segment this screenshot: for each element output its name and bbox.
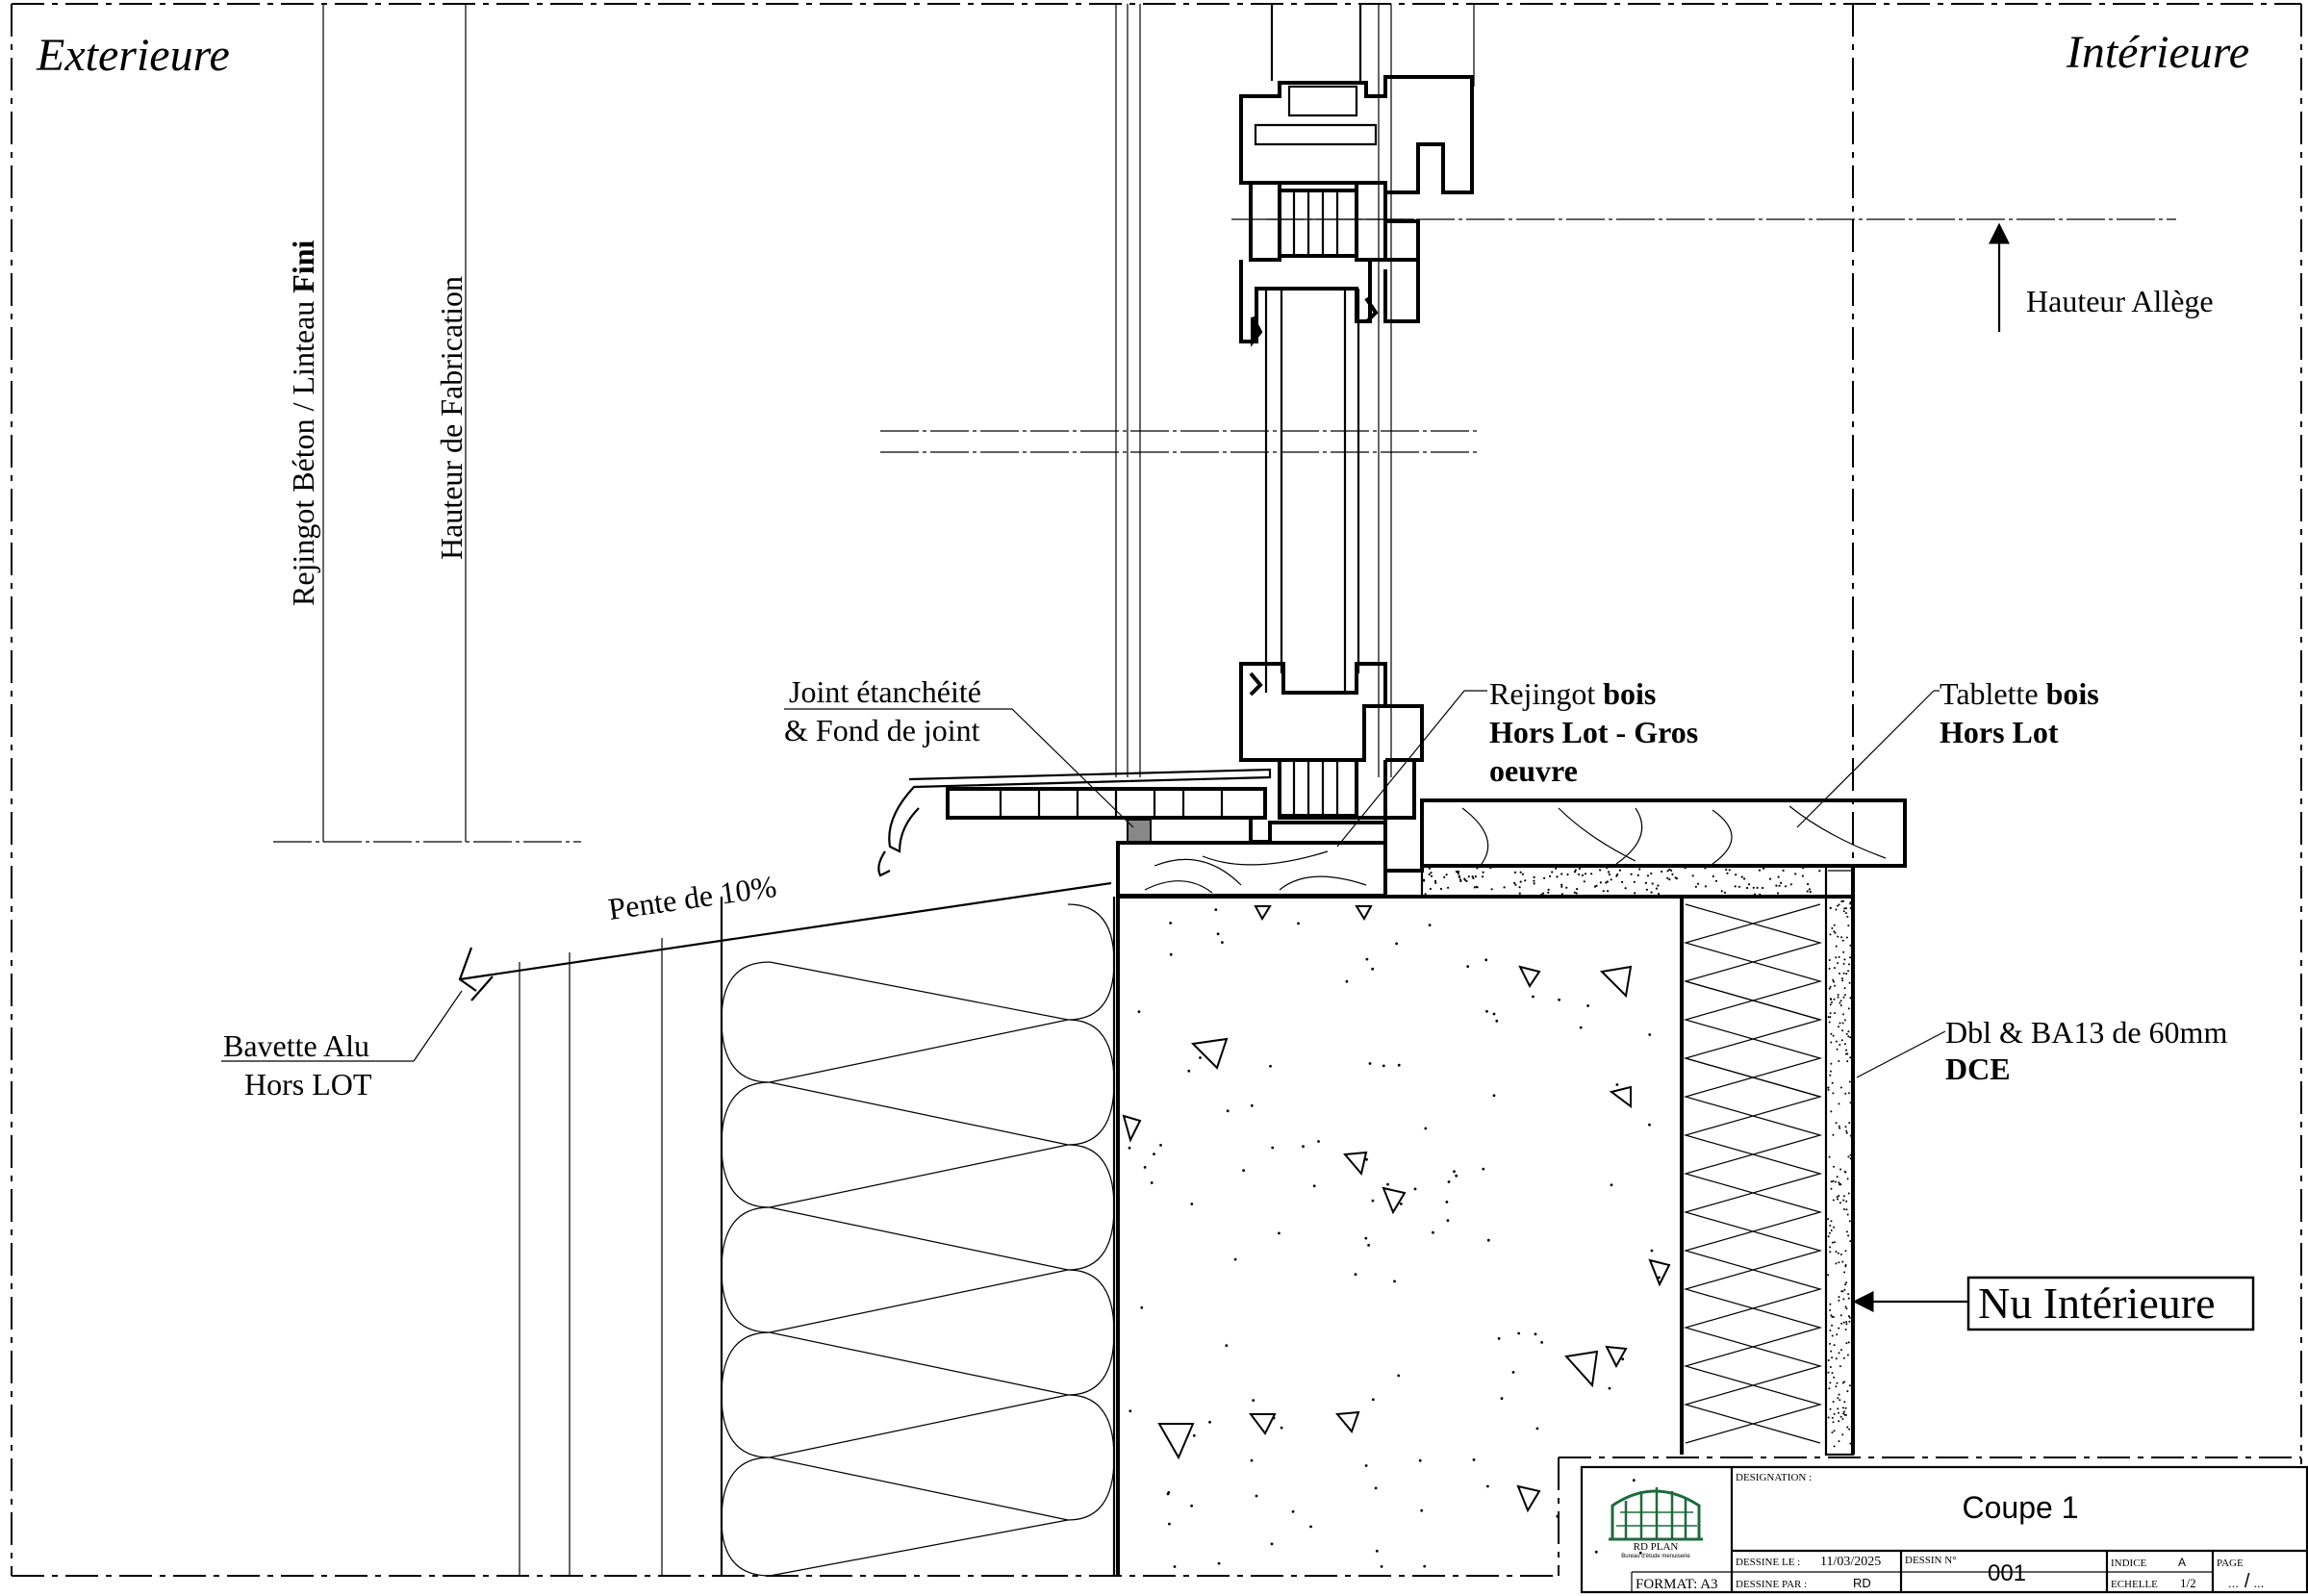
scale-value: 1/2: [2180, 1576, 2196, 1590]
insulation-exterior: [458, 881, 1116, 1577]
drawing-number-value: 001: [1988, 1560, 2026, 1586]
leader-lines: [221, 690, 1968, 1312]
joint-label: Joint étanchéité & Fond de joint: [784, 674, 989, 747]
drawing-number-label: DESSIN N°: [1905, 1555, 1957, 1566]
sill-profile: [877, 768, 1272, 877]
scale-label: ECHELLE: [2111, 1579, 2158, 1590]
nu-interieure-label: Nu Intérieure: [1978, 1279, 2216, 1328]
slope-label: Pente de 10%: [606, 869, 778, 926]
window-profile-lower: [1230, 662, 1424, 873]
title-block: [1580, 1465, 2308, 1594]
index-label: INDICE: [2111, 1558, 2147, 1569]
page-label: PAGE: [2217, 1558, 2244, 1569]
exterior-label: Exterieure: [36, 30, 230, 81]
wall-masonry: [1116, 798, 1907, 1576]
drawn-by-label: DESSINE PAR :: [1736, 1579, 1807, 1590]
date-value: 11/03/2025: [1820, 1555, 1881, 1569]
doublage-label: Dbl & BA13 de 60mm DCE: [1945, 1015, 2235, 1086]
format-text: FORMAT: A3: [1636, 1577, 1718, 1592]
bavette-label: Bavette Alu Hors LOT: [223, 1028, 377, 1102]
designation-value: Coupe 1: [1963, 1490, 2079, 1525]
rejingot-bois-label: Rejingot bois Hors Lot - Gros oeuvre: [1489, 676, 1706, 788]
designation-label: DESIGNATION :: [1736, 1472, 1812, 1483]
tablette-label: Tablette bois Hors Lot: [1940, 676, 2107, 749]
window-profile-upper: [1231, 75, 1474, 673]
dimension-lines: [273, 4, 2176, 843]
index-value: A: [2178, 1556, 2186, 1569]
allege-height-label: Hauteur Allège: [2026, 284, 2214, 318]
logo-text: RD PLAN: [1634, 1541, 1679, 1553]
rejingot-height-label: Rejingot Béton / Linteau Fini: [286, 240, 320, 606]
date-label: DESSINE LE :: [1736, 1557, 1800, 1568]
drawn-by-value: RD: [1853, 1576, 1871, 1590]
logo: [1609, 1487, 1703, 1541]
page-value: .../...: [2228, 1571, 2264, 1592]
concrete-speckle: [1128, 867, 1852, 1568]
glazing-lines: [880, 4, 1477, 777]
interior-label: Intérieure: [2066, 27, 2249, 78]
fabrication-height-label: Hauteur de Fabrication: [434, 276, 469, 560]
logo-subtext: Bureau d'étude menuiserie: [1621, 1554, 1690, 1559]
insulation-interior: [1683, 903, 1823, 1444]
concrete-aggregate: [1122, 905, 1671, 1513]
nu-interieure-box: [1966, 1276, 2255, 1331]
